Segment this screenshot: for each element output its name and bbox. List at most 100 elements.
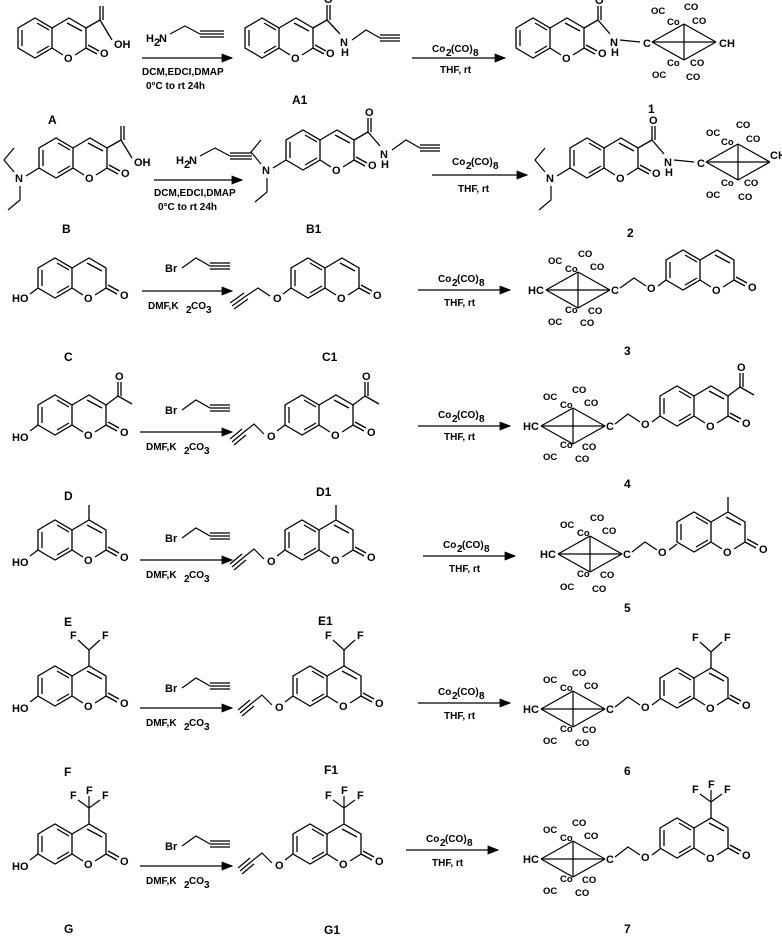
svg-text:O: O (339, 859, 348, 871)
svg-text:O: O (641, 702, 650, 714)
svg-text:THF, rt: THF, rt (458, 184, 490, 195)
svg-text:HC: HC (523, 421, 539, 433)
svg-text:8: 8 (493, 161, 499, 172)
svg-text:O: O (267, 431, 276, 443)
svg-text:F: F (102, 790, 109, 802)
label-G: G (64, 922, 73, 936)
svg-text:O: O (84, 859, 93, 871)
svg-text:2: 2 (446, 48, 452, 59)
label-A: A (48, 113, 57, 127)
svg-text:F: F (692, 784, 699, 796)
label-B1: B1 (306, 222, 322, 236)
svg-text:O: O (641, 419, 650, 431)
svg-text:C: C (606, 704, 614, 716)
svg-text:O: O (84, 430, 93, 442)
svg-text:CO: CO (584, 681, 598, 692)
svg-text:O: O (748, 282, 757, 294)
svg-text:O: O (100, 48, 109, 60)
svg-text:O: O (120, 698, 129, 710)
svg-text:OH: OH (134, 157, 151, 169)
svg-text:O: O (84, 701, 93, 713)
svg-text:H: H (146, 33, 154, 45)
svg-text:CH: CH (719, 38, 735, 50)
svg-text:2: 2 (452, 691, 458, 702)
svg-text:CO: CO (736, 120, 750, 131)
svg-text:OC: OC (543, 886, 557, 897)
svg-text:8: 8 (479, 278, 485, 289)
svg-text:HC: HC (523, 704, 539, 716)
svg-text:HO: HO (12, 557, 29, 569)
svg-text:F: F (325, 630, 332, 642)
svg-text:(CO): (CO) (471, 157, 493, 168)
label-E1: E1 (318, 614, 333, 628)
svg-text:F: F (102, 630, 109, 642)
svg-text:CO: CO (590, 262, 604, 273)
svg-text:8: 8 (473, 48, 479, 59)
svg-text:O: O (275, 860, 284, 872)
svg-text:2: 2 (452, 414, 458, 425)
svg-text:0°C to rt 24h: 0°C to rt 24h (158, 202, 217, 213)
svg-text:C: C (611, 285, 619, 297)
svg-text:2: 2 (457, 544, 463, 555)
label-B: B (62, 222, 71, 236)
svg-text:Co: Co (443, 540, 456, 551)
label-F1: F1 (324, 763, 338, 777)
svg-text:OC: OC (560, 582, 574, 593)
svg-text:O: O (64, 53, 73, 65)
svg-text:O: O (706, 853, 715, 865)
svg-text:2: 2 (184, 722, 190, 733)
svg-text:CO: CO (692, 16, 706, 27)
svg-text:O: O (742, 418, 751, 430)
svg-text:N: N (15, 173, 23, 185)
svg-text:CO: CO (578, 249, 592, 260)
label-3: 3 (624, 344, 631, 358)
label-6: 6 (624, 764, 631, 778)
svg-text:8: 8 (479, 414, 485, 425)
svg-text:F: F (724, 632, 731, 644)
svg-text:CO: CO (584, 398, 598, 409)
svg-text:Co: Co (667, 17, 680, 28)
svg-text:Co: Co (438, 410, 451, 421)
svg-text:CO: CO (600, 570, 614, 581)
svg-text:O: O (375, 698, 384, 710)
svg-text:CO: CO (592, 584, 606, 595)
svg-text:O: O (737, 362, 746, 374)
svg-text:N: N (159, 33, 167, 45)
svg-text:OC: OC (706, 128, 720, 139)
svg-text:CO: CO (684, 2, 698, 13)
svg-text:0°C to rt 24h: 0°C to rt 24h (146, 81, 205, 92)
svg-text:Co: Co (452, 157, 465, 168)
svg-text:O: O (658, 547, 667, 559)
label-C: C (64, 350, 73, 364)
svg-text:DMF,K: DMF,K (146, 442, 177, 453)
svg-text:O: O (337, 293, 346, 305)
svg-text:2: 2 (466, 161, 472, 172)
svg-text:F: F (357, 630, 364, 642)
svg-text:Co: Co (560, 683, 573, 694)
svg-text:OC: OC (651, 6, 665, 17)
svg-text:C: C (643, 38, 651, 50)
label-7: 7 (624, 922, 631, 936)
svg-text:F: F (724, 784, 731, 796)
svg-text:2: 2 (452, 278, 458, 289)
svg-text:(CO): (CO) (457, 687, 479, 698)
svg-text:O: O (649, 115, 658, 127)
svg-text:3: 3 (204, 722, 210, 733)
svg-text:F: F (70, 630, 77, 642)
svg-text:O: O (742, 850, 751, 862)
svg-text:OC: OC (548, 256, 562, 267)
svg-text:Co: Co (560, 874, 573, 885)
svg-text:Co: Co (565, 264, 578, 275)
svg-text:Br: Br (165, 405, 178, 417)
svg-text:HO: HO (12, 432, 29, 444)
svg-text:CO: CO (575, 454, 589, 465)
label-E: E (64, 615, 72, 629)
svg-text:O: O (562, 53, 571, 65)
svg-text:HO: HO (12, 861, 29, 873)
label-D: D (64, 489, 73, 503)
coumarin-A (17, 17, 100, 59)
svg-text:C: C (606, 421, 614, 433)
svg-text:CO: CO (602, 526, 616, 537)
svg-text:Co: Co (438, 274, 451, 285)
svg-text:CO: CO (686, 72, 700, 83)
